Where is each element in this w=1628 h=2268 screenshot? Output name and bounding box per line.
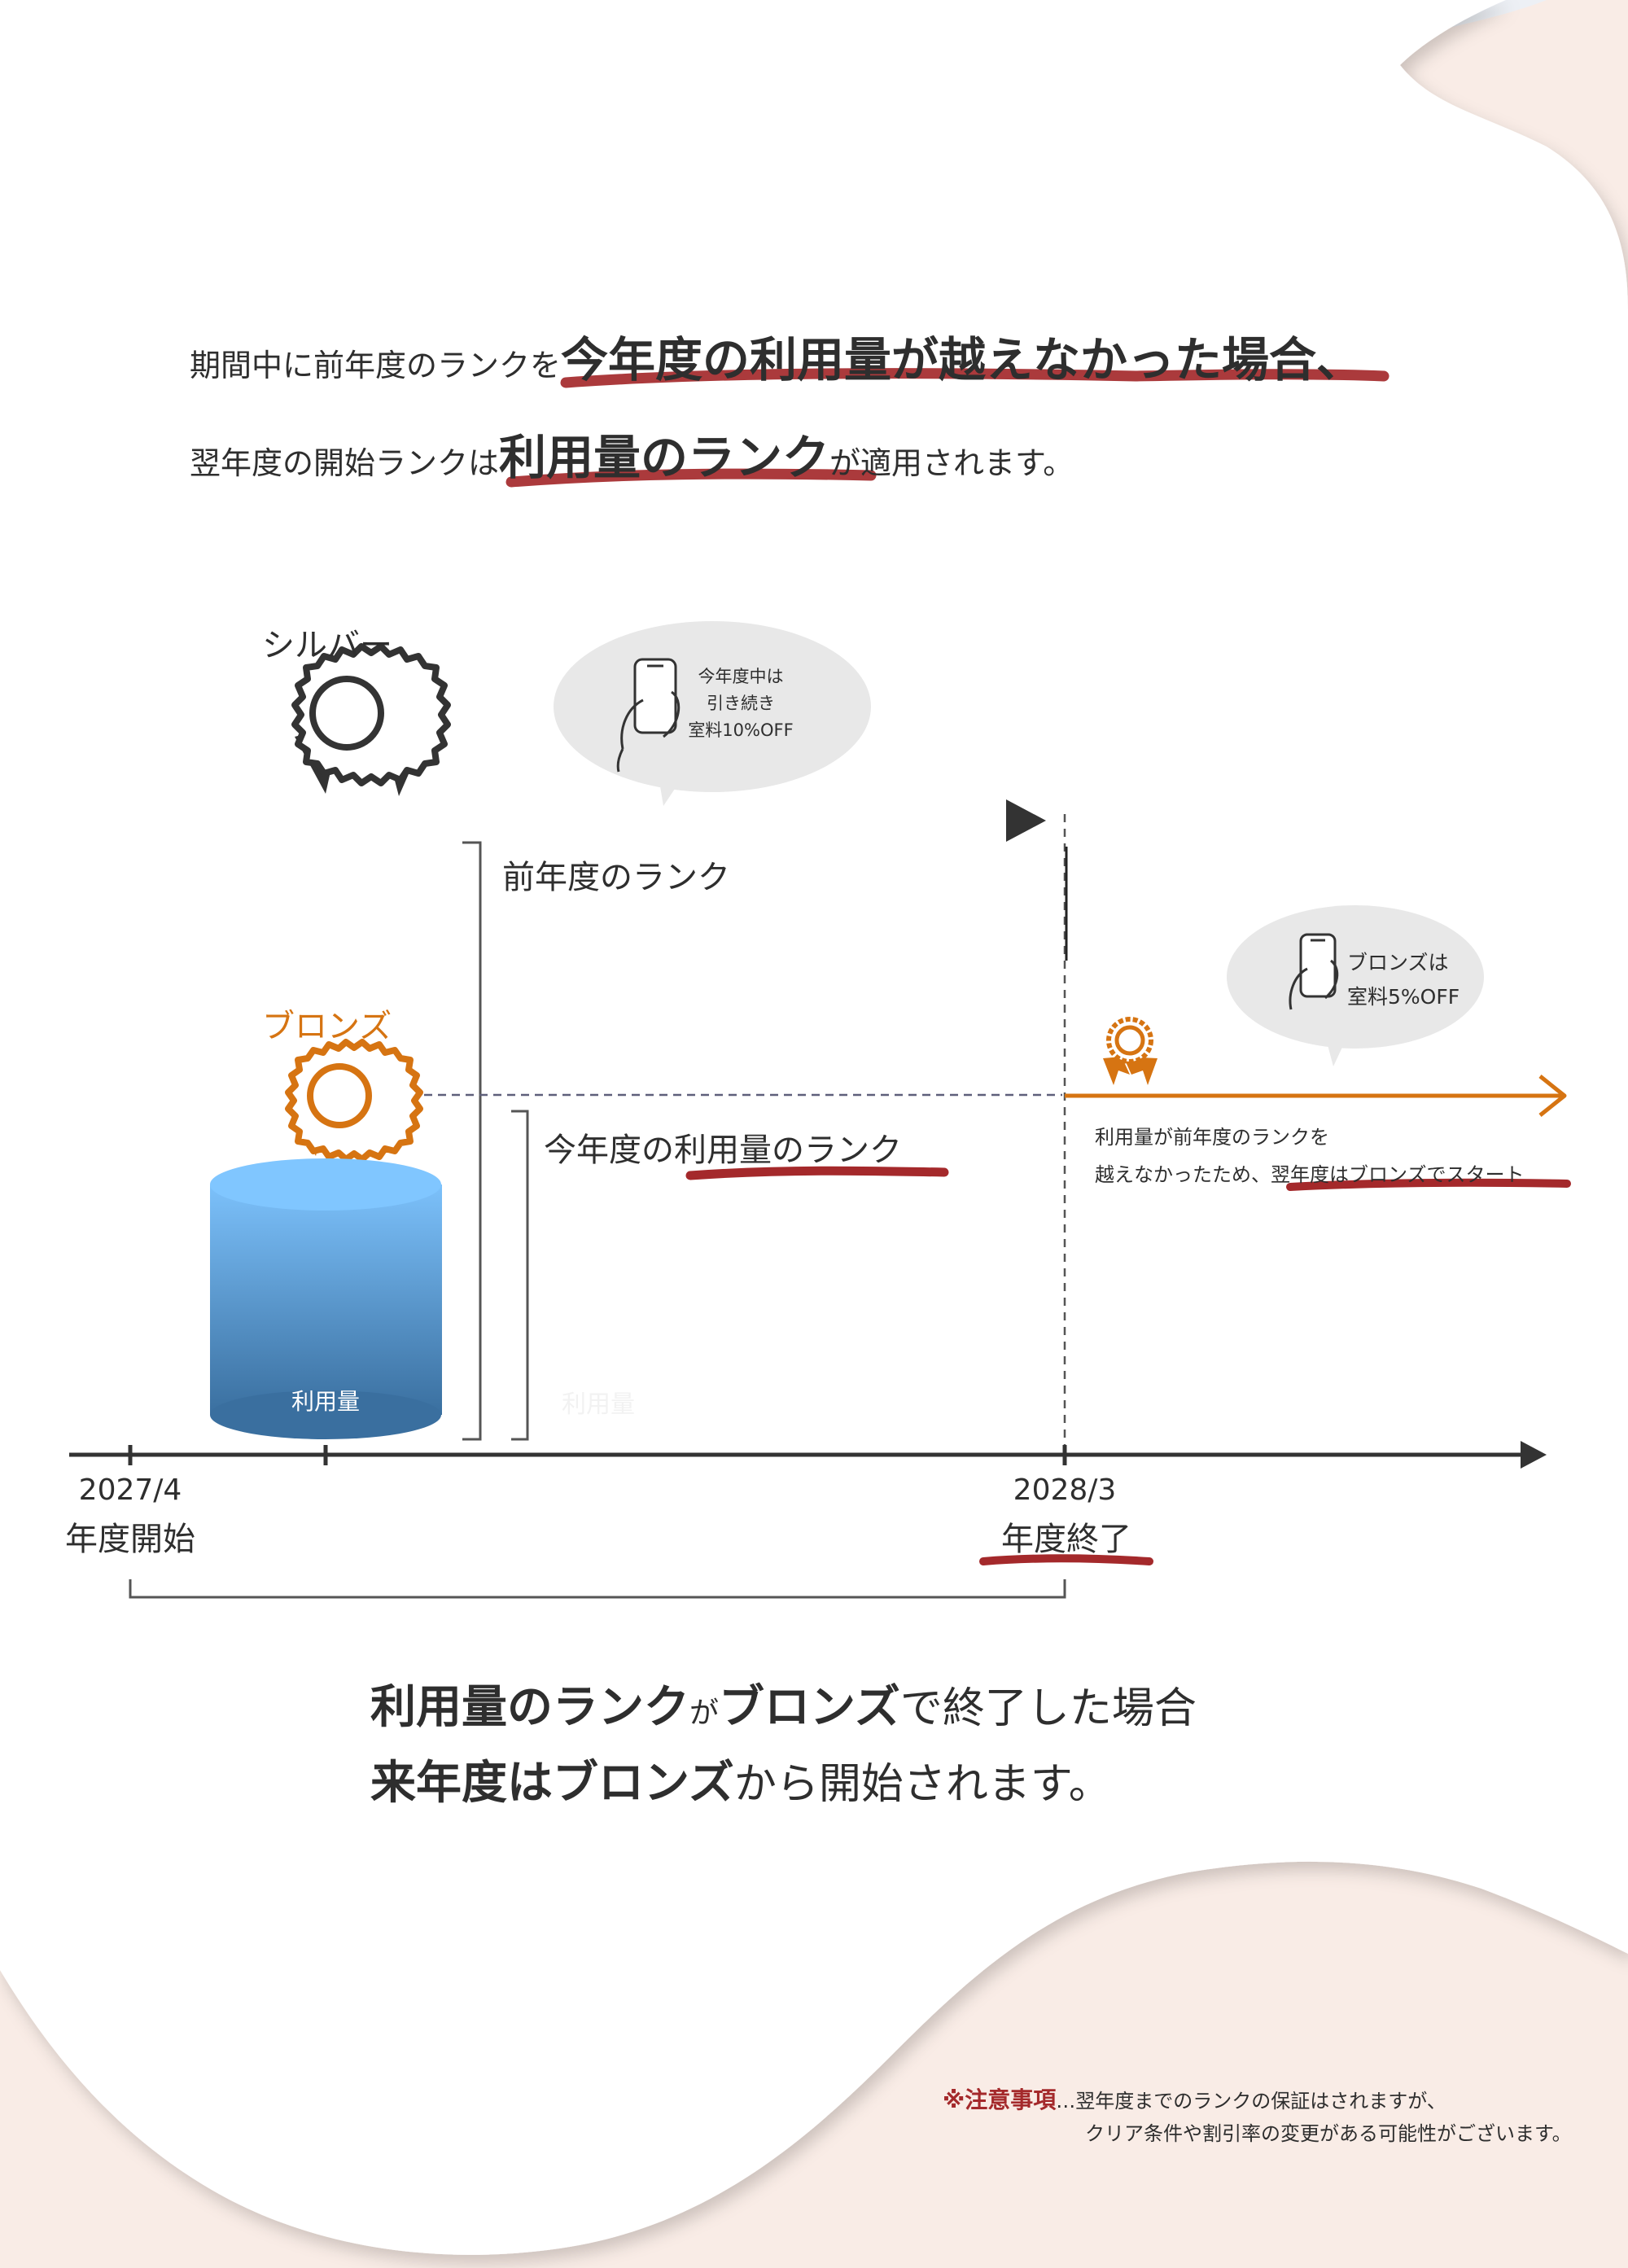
underline-headline-2 — [505, 468, 877, 488]
end-date: 2028/3 — [1013, 1473, 1117, 1507]
summary-l1-c: ブロンズ — [719, 1681, 900, 1734]
caution-line-1: ※注意事項…翌年度までのランクの保証はされますが、 — [943, 2084, 1572, 2117]
smartphone-hand-icon — [616, 658, 681, 773]
caution-line-2: クリア条件や割引率の変更がある可能性がございます。 — [1085, 2122, 1572, 2145]
bubble-bronze — [1227, 905, 1484, 1066]
rosette-silver-icon — [291, 643, 451, 796]
headline-line-2-emph: 利用量のランク — [499, 430, 830, 485]
rosette-bronze-icon-right — [1103, 1017, 1158, 1085]
result-note-emph: 翌年度は — [1271, 1163, 1349, 1186]
summary-l2-a: 来年度はブロンズ — [370, 1757, 734, 1810]
underline-result-note — [1286, 1178, 1571, 1191]
bracket-current-rank — [511, 1110, 529, 1441]
summary-l1-b: が — [689, 1697, 720, 1730]
caution-title: ※注意事項 — [943, 2086, 1057, 2113]
headline-line-2: 翌年度の開始ランクは利用量のランクが適用されます。 — [190, 419, 1074, 485]
headline-line-1-plain: 期間中に前年度のランクを — [190, 348, 562, 383]
bubble-bronze-text: ブロンズは 室料5%OFF — [1347, 946, 1460, 1014]
end-label: 年度終了 — [1001, 1521, 1131, 1558]
headline-line-2-tail: が適用されます。 — [829, 445, 1074, 481]
bubble-bronze-line-2: 室料5%OFF — [1347, 985, 1460, 1009]
caution-note: ※注意事項…翌年度までのランクの保証はされますが、 クリア条件や割引率の変更があ… — [943, 2084, 1572, 2150]
underline-headline-1 — [560, 368, 1389, 388]
summary-line-1: 利用量のランクがブロンズで終了した場合 — [370, 1670, 1197, 1736]
bubble-silver — [554, 621, 871, 806]
summary-l2-b: から開始されます。 — [733, 1760, 1111, 1809]
summary-l1-d: で終了した場合 — [899, 1684, 1197, 1733]
underline-current-rank — [685, 1166, 949, 1180]
start-date: 2027/4 — [78, 1473, 182, 1507]
current-rank-plain: 今年度の — [544, 1132, 674, 1169]
period-bracket — [129, 1579, 1066, 1599]
bubble-bronze-line-1: ブロンズは — [1347, 951, 1449, 974]
result-note-line-1: 利用量が前年度のランクを — [1095, 1126, 1329, 1149]
smartphone-hand-icon — [1289, 933, 1339, 1010]
underline-year-end — [979, 1554, 1153, 1565]
bubble-silver-line-2: 引き続き — [707, 694, 775, 713]
bronze-label: ブロンズ — [262, 1008, 392, 1045]
summary-l1-a: 利用量のランク — [370, 1681, 689, 1734]
current-rank-label: 今年度の利用量のランク — [544, 1123, 902, 1171]
rosette-bronze-icon-left — [285, 1039, 423, 1162]
result-note-plain: 越えなかったため、 — [1095, 1163, 1271, 1186]
cylinder-ghost-label: 利用量 — [562, 1390, 635, 1419]
caution-line-1-text: …翌年度までのランクの保証はされますが、 — [1056, 2090, 1446, 2113]
bracket-prev-rank — [462, 841, 482, 1441]
headline-line-2-plain: 翌年度の開始ランクは — [190, 445, 500, 481]
summary-line-2: 来年度はブロンズから開始されます。 — [370, 1746, 1111, 1812]
current-rank-emph: 利用量のランク — [674, 1132, 902, 1169]
silver-label: シルバー — [262, 627, 392, 664]
bubble-silver-line-1: 今年度中は — [698, 667, 784, 686]
bubble-silver-text: 今年度中は 引き続き 室料10%OFF — [676, 663, 806, 744]
result-note-tail: ブロンズでスタート — [1349, 1163, 1525, 1186]
prev-rank-label: 前年度のランク — [502, 859, 730, 896]
usage-cylinder — [210, 1158, 442, 1439]
start-label: 年度開始 — [65, 1521, 195, 1558]
headline-line-1-emph: 今年度の利用量が越えなかった場合、 — [561, 332, 1364, 387]
result-note-line-2: 越えなかったため、翌年度はブロンズでスタート — [1095, 1156, 1525, 1193]
headline-line-1: 期間中に前年度のランクを今年度の利用量が越えなかった場合、 — [190, 322, 1363, 387]
cylinder-label: 利用量 — [291, 1388, 360, 1415]
bubble-silver-line-3: 室料10%OFF — [688, 720, 794, 740]
result-note: 利用量が前年度のランクを 越えなかったため、翌年度はブロンズでスタート — [1095, 1119, 1525, 1193]
